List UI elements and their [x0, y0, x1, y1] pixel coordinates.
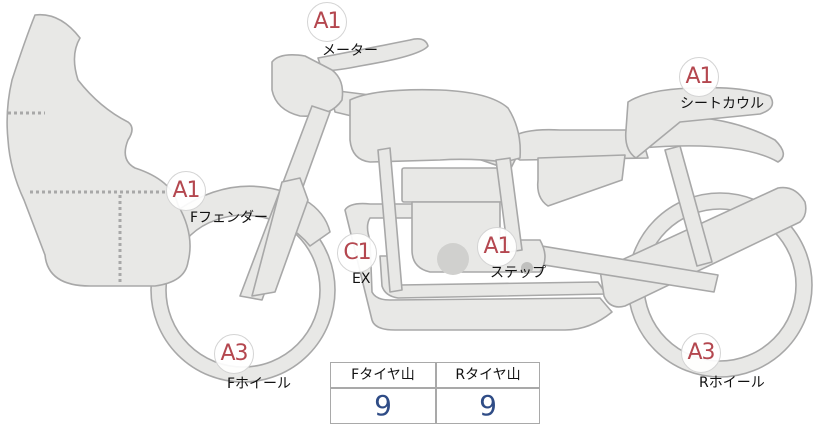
front-wheel-label: Fホイール — [227, 376, 292, 392]
rear-wheel-label: Rホイール — [699, 375, 765, 391]
rear-tread-value: 9 — [479, 389, 497, 422]
step-grade-badge: A1 — [477, 227, 517, 267]
meter-grade-badge: A1 — [307, 2, 347, 42]
side-cover-shape — [536, 154, 626, 207]
exhaust-pipe-lower — [379, 255, 607, 299]
exhaust-grade-badge: C1 — [337, 233, 377, 273]
tire-tread-table: Fタイヤ山 Rタイヤ山 9 9 — [330, 362, 540, 424]
table-divider-vertical — [435, 363, 437, 423]
handlebar-shape — [317, 38, 429, 72]
meter-label: メーター — [322, 43, 378, 59]
cowl-seam-lines — [8, 111, 166, 284]
front-fender-grade-badge: A1 — [166, 171, 206, 211]
front-fender-label: Fフェンダー — [190, 210, 269, 226]
fork-lower-shape — [251, 177, 309, 297]
exhaust-label: EX — [352, 271, 371, 287]
seat-cowl-grade-badge: A1 — [679, 57, 719, 97]
step-label: ステップ — [490, 265, 546, 281]
seat-cowl-label: シートカウル — [680, 96, 764, 112]
exhaust-pipe-shape — [344, 202, 613, 331]
front-wheel-grade-badge: A3 — [214, 334, 254, 374]
frame-rear-tube — [495, 157, 523, 253]
rear-shock-shape — [664, 145, 713, 267]
fuel-tank-shape — [349, 88, 522, 163]
front-tread-header: Fタイヤ山 — [351, 367, 415, 383]
headlight-shape — [271, 54, 344, 117]
rear-wheel-grade-badge: A3 — [681, 333, 721, 373]
engine-shape — [401, 167, 546, 275]
front-tread-value: 9 — [374, 389, 392, 422]
rear-tread-header: Rタイヤ山 — [455, 367, 521, 383]
front-cowl-shape — [6, 13, 191, 287]
seat-cowl-shape — [624, 86, 774, 159]
frame-down-tube — [377, 147, 403, 293]
